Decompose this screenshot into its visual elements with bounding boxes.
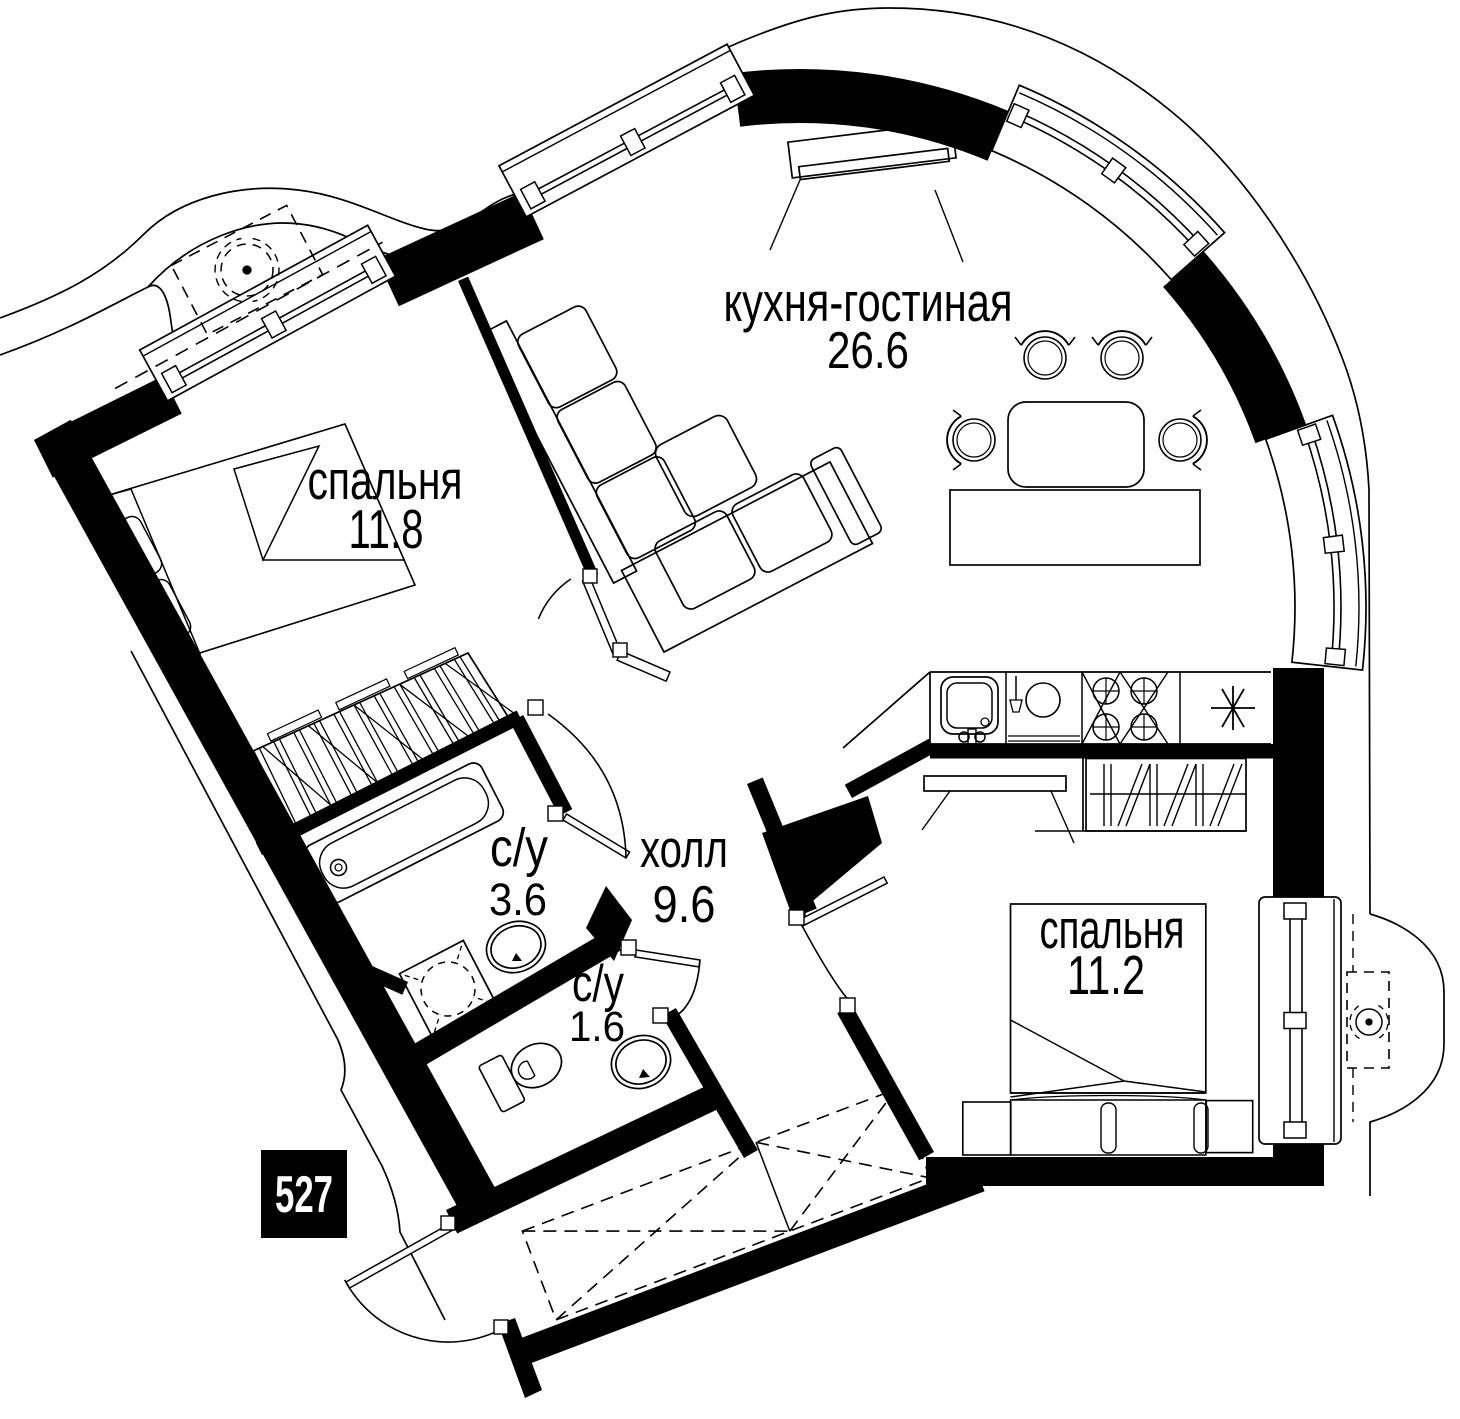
svg-text:с/у: с/у — [490, 818, 548, 878]
svg-text:1.6: 1.6 — [569, 1003, 625, 1051]
svg-text:9.6: 9.6 — [653, 876, 716, 934]
svg-text:3.6: 3.6 — [489, 874, 547, 925]
svg-text:527: 527 — [275, 1166, 333, 1224]
svg-text:спальня: спальня — [1040, 898, 1185, 960]
svg-text:холл: холл — [640, 820, 728, 879]
svg-text:с/у: с/у — [572, 955, 624, 1013]
svg-text:11.8: 11.8 — [349, 498, 424, 560]
svg-text:26.6: 26.6 — [827, 322, 909, 380]
svg-text:кухня-гостиная: кухня-гостиная — [724, 271, 1013, 333]
svg-text:спальня: спальня — [308, 449, 463, 511]
svg-text:11.2: 11.2 — [1067, 944, 1145, 1006]
